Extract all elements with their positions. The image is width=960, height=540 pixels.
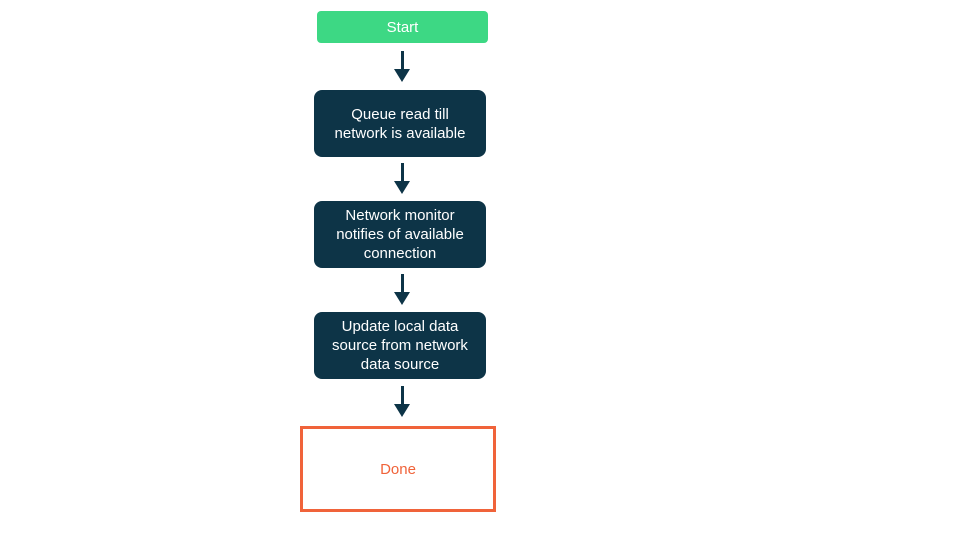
arrow-stem (400, 163, 404, 181)
arrow-stem (400, 274, 404, 292)
flow-node-update-local-data: Update local data source from network da… (314, 312, 486, 379)
arrow-head (394, 404, 410, 417)
arrow-head (394, 69, 410, 82)
arrow-down-icon (392, 163, 412, 194)
arrow-down-icon (392, 274, 412, 305)
arrow-stem (400, 51, 404, 69)
arrow-stem (400, 386, 404, 404)
arrow-head (394, 292, 410, 305)
flow-node-queue-read: Queue read till network is available (314, 90, 486, 157)
arrow-down-icon (392, 51, 412, 82)
flow-node-done: Done (300, 426, 496, 512)
arrow-head (394, 181, 410, 194)
arrow-down-icon (392, 386, 412, 417)
flow-node-start: Start (317, 11, 488, 43)
flow-node-network-monitor: Network monitor notifies of available co… (314, 201, 486, 268)
